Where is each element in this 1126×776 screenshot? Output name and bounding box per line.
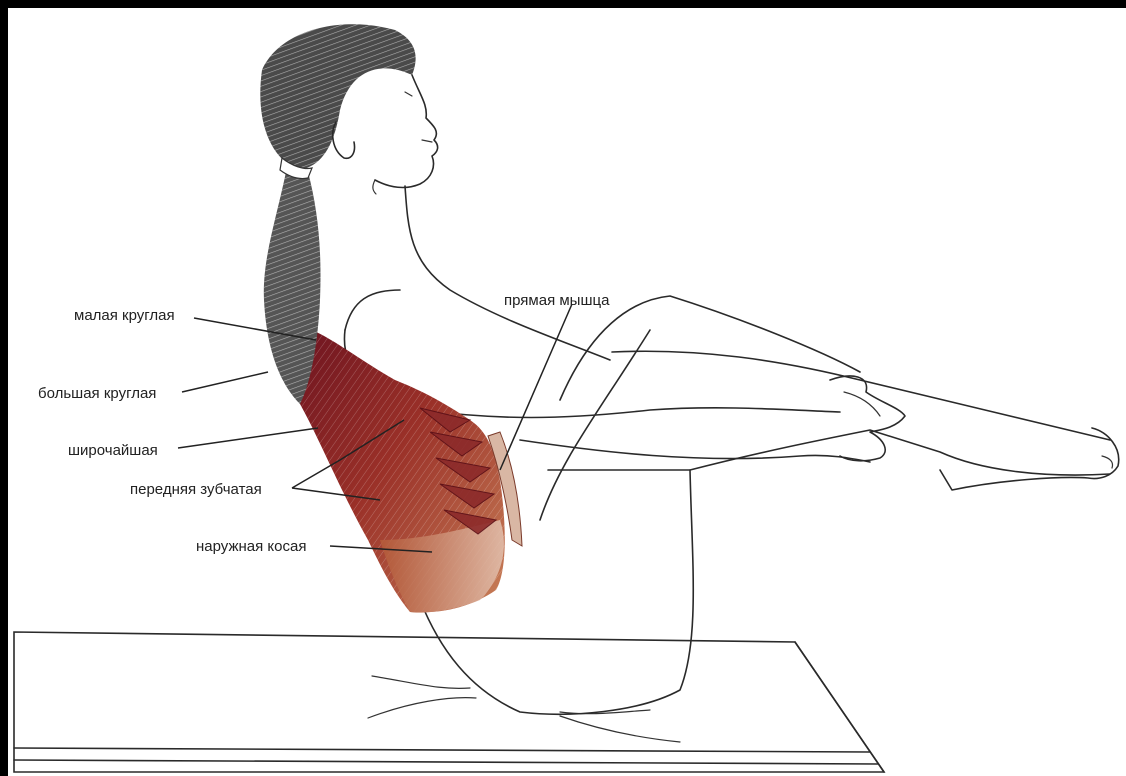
- label-teres-major: большая круглая: [38, 385, 156, 402]
- anatomy-illustration: малая круглая большая круглая широчайшая…: [8, 8, 1126, 776]
- illustration-frame: малая круглая большая круглая широчайшая…: [8, 8, 1126, 776]
- label-rectus: прямая мышца: [504, 292, 610, 309]
- label-serratus: передняя зубчатая: [130, 481, 262, 498]
- label-teres-minor: малая круглая: [74, 307, 175, 324]
- label-external-oblique: наружная косая: [196, 538, 306, 555]
- head: [333, 75, 438, 194]
- back-muscles: [298, 330, 522, 613]
- label-latissimus: широчайшая: [68, 442, 158, 459]
